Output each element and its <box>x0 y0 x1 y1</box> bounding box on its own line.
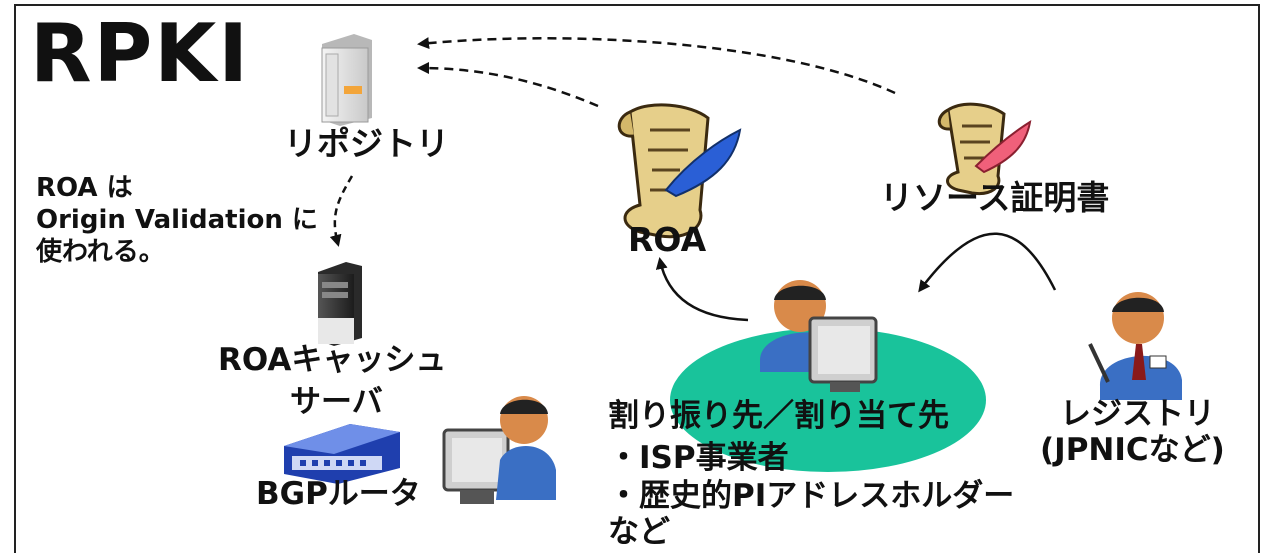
repository-server-icon <box>321 34 372 126</box>
arrow-allocatee-to-roa <box>655 257 749 322</box>
note-line-2: Origin Validation に <box>36 205 318 236</box>
roa-cache-server-label-line1: ROAキャッシュ <box>218 342 447 378</box>
dashed-arrow-roa-to-repository <box>417 62 599 108</box>
roa-cache-server-label-line2: サーバ <box>290 384 383 420</box>
slide-title: RPKI <box>30 7 250 100</box>
bgp-router-icon <box>284 424 400 484</box>
roa-cache-server-icon <box>318 262 362 346</box>
registry-person-icon <box>1088 292 1182 400</box>
allocatee-person-icon <box>760 280 878 392</box>
origin-validation-note: ROA は Origin Validation に 使われる。 <box>36 172 318 269</box>
operator-person-icon <box>442 396 556 504</box>
allocatee-label-line4: など <box>608 514 670 550</box>
registry-label-line1: レジストリ <box>1060 396 1215 432</box>
dashed-arrow-certificate-to-repository <box>417 37 896 95</box>
note-line-1: ROA は <box>36 173 133 203</box>
resource-certificate-label: リソース証明書 <box>880 178 1110 217</box>
bgp-router-label: BGPルータ <box>256 476 421 512</box>
allocatee-label-line3: ・歴史的PIアドレスホルダー <box>608 478 1015 514</box>
note-line-3: 使われる。 <box>36 237 165 268</box>
allocatee-label-line1: 割り振り先／割り当て先 <box>608 398 949 434</box>
slide-frame <box>14 4 1260 553</box>
allocatee-highlight <box>670 328 986 472</box>
dashed-arrow-repository-to-cache <box>329 175 354 247</box>
roa-label: ROA <box>628 220 707 259</box>
roa-scroll-icon <box>617 103 742 239</box>
resource-certificate-scroll-icon <box>937 102 1032 196</box>
arrow-registry-to-allocatee <box>918 232 1057 293</box>
repository-label: リポジトリ <box>284 124 449 163</box>
allocatee-label-line2: ・ISP事業者 <box>608 440 789 476</box>
registry-label-line2: (JPNICなど) <box>1040 432 1225 468</box>
